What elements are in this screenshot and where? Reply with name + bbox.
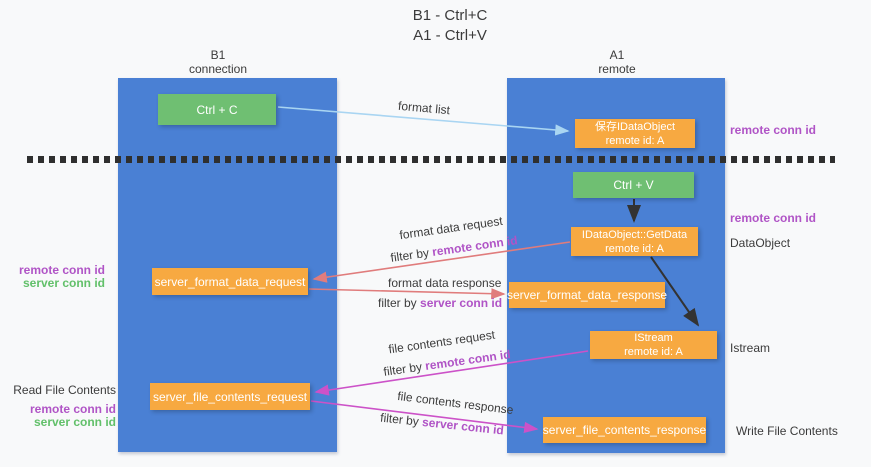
server-conn-id-text: server conn id — [421, 414, 505, 438]
server-conn-id-text: server conn id — [33, 415, 116, 429]
dashed-separator — [27, 156, 835, 163]
lane-b1-title: B1 — [210, 48, 226, 62]
lane-header-a1: A1 remote — [567, 48, 667, 76]
node-save-idataobject-line1: 保存IDataObject — [594, 120, 676, 133]
node-ctrl-c: Ctrl + C — [158, 94, 276, 125]
server-conn-id-text: server conn id — [420, 296, 503, 310]
node-getdata-line2: remote id: A — [605, 242, 664, 255]
node-server-file-contents-request: server_file_contents_request — [150, 383, 310, 410]
server-conn-id-text: server conn id — [22, 276, 105, 290]
filter-by-text: filter by — [382, 359, 423, 379]
node-istream-line1: IStream — [634, 332, 673, 344]
label-read-file-contents: Read File Contents — [13, 383, 116, 397]
label-format-data-response: format data response — [388, 276, 502, 290]
node-server-file-contents-response: server_file_contents_response — [543, 417, 706, 443]
remote-conn-id-text: remote conn id — [431, 233, 519, 259]
label-block-conn-ids-left: remote conn id server conn id — [10, 264, 105, 290]
remote-conn-id-text: remote conn id — [424, 347, 512, 373]
node-getdata-line1: IDataObject::GetData — [581, 228, 688, 241]
title-line-2: A1 - Ctrl+V — [413, 27, 487, 44]
filter-by-text: filter by — [379, 410, 420, 429]
label-block-read-file-contents: Read File Contents remote conn id server… — [10, 384, 116, 429]
remote-conn-id-text: remote conn id — [29, 402, 116, 416]
label-format-list: format list — [397, 98, 451, 118]
node-istream-line2: remote id: A — [624, 346, 683, 358]
label-istream-side: Istream — [730, 341, 771, 355]
lane-b1-subtitle: connection — [188, 62, 248, 76]
label-remote-conn-id-right-top: remote conn id — [730, 123, 817, 137]
label-remote-conn-id-right-mid: remote conn id — [730, 211, 817, 225]
node-ctrl-v: Ctrl + V — [573, 172, 694, 198]
node-istream: IStream remote id: A — [590, 331, 717, 359]
label-file-contents-response: file contents response — [396, 388, 515, 418]
filter-by-text: filter by — [378, 296, 417, 310]
label-filter-server-2: filter by server conn id — [380, 411, 505, 438]
node-server-format-data-response: server_format_data_response — [507, 282, 667, 308]
diagram-title: B1 - Ctrl+C A1 - Ctrl+V — [350, 6, 550, 46]
node-save-idataobject: 保存IDataObject remote id: A — [575, 119, 695, 148]
label-write-file-contents: Write File Contents — [736, 424, 838, 438]
node-server-format-data-request: server_format_data_request — [152, 268, 308, 295]
lane-header-b1: B1 connection — [168, 48, 268, 76]
title-line-1: B1 - Ctrl+C — [412, 7, 488, 24]
label-filter-server-1: filter by server conn id — [378, 296, 502, 310]
filter-by-text: filter by — [389, 245, 430, 265]
label-dataobject: DataObject — [730, 236, 791, 250]
node-save-idataobject-line2: remote id: A — [605, 134, 665, 147]
lane-a1-title: A1 — [609, 48, 625, 62]
lane-a1-subtitle: remote — [598, 62, 636, 76]
remote-conn-id-text: remote conn id — [18, 263, 105, 277]
node-idataobject-getdata: IDataObject::GetData remote id: A — [571, 227, 698, 256]
